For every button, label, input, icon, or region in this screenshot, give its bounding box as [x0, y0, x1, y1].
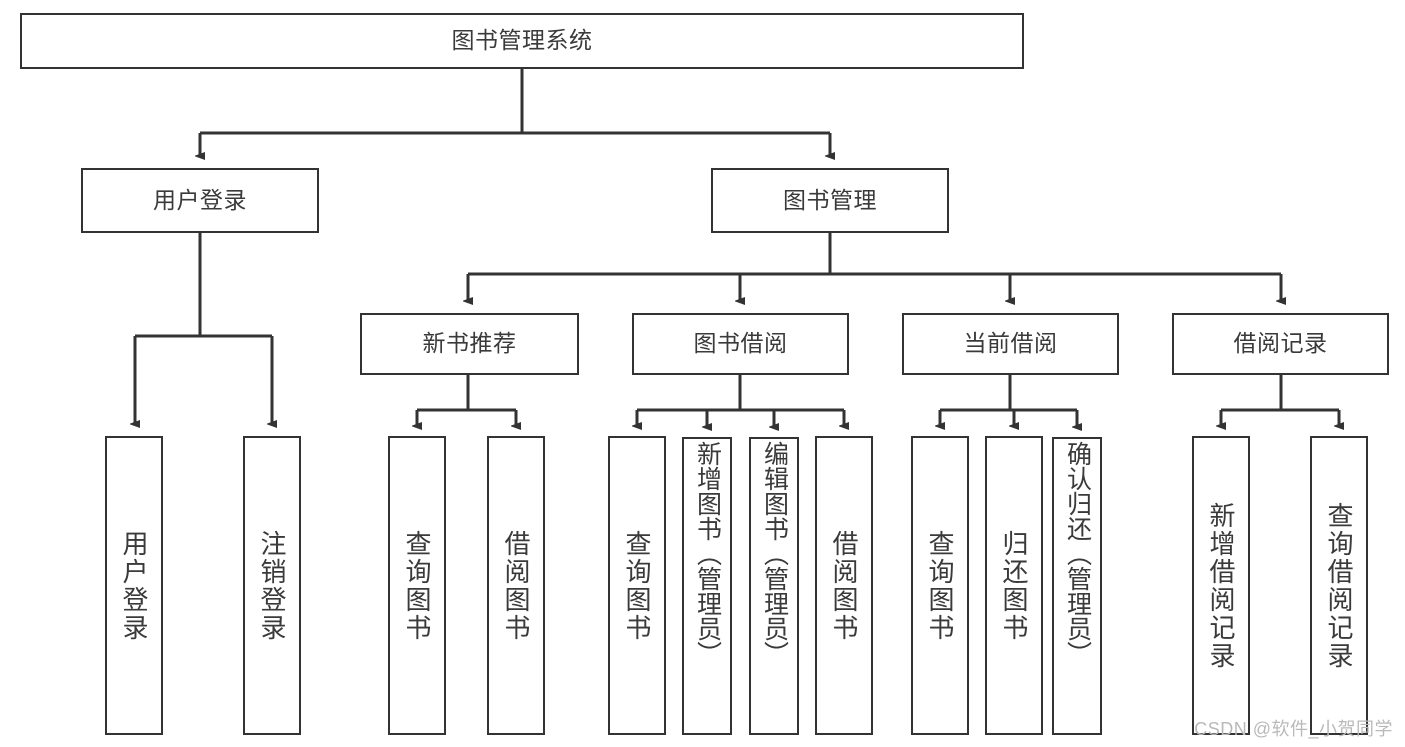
node-leaf-user-login[interactable]: 用户登录 — [105, 436, 163, 735]
node-label: 借阅记录 — [1233, 330, 1328, 357]
node-label: 借阅图书 — [829, 529, 859, 642]
node-leaf-query-book-3[interactable]: 查询图书 — [911, 436, 969, 735]
node-book-manage[interactable]: 图书管理 — [711, 168, 949, 233]
node-label: 用户登录 — [119, 529, 149, 642]
node-label: 图书借阅 — [693, 330, 788, 357]
node-book-borrow[interactable]: 图书借阅 — [632, 313, 849, 375]
node-leaf-return-book[interactable]: 归还图书 — [985, 436, 1043, 735]
node-user-login[interactable]: 用户登录 — [81, 168, 319, 233]
node-leaf-query-borrow-record[interactable]: 查询借阅记录 — [1310, 436, 1368, 735]
node-label: 图书管理 — [783, 186, 877, 213]
node-label: 新增图书（管理员） — [693, 441, 722, 666]
node-label: 归还图书 — [999, 529, 1029, 642]
node-label: 查询图书 — [622, 529, 652, 642]
node-leaf-logout[interactable]: 注销登录 — [243, 436, 301, 735]
node-label: 借阅图书 — [501, 529, 531, 642]
node-borrow-record[interactable]: 借阅记录 — [1172, 313, 1389, 375]
node-leaf-edit-book-admin[interactable]: 编辑图书（管理员） — [749, 437, 799, 735]
node-leaf-add-book-admin[interactable]: 新增图书（管理员） — [682, 437, 732, 735]
node-label: 新增借阅记录 — [1206, 501, 1236, 670]
node-leaf-query-book-1[interactable]: 查询图书 — [388, 436, 446, 735]
node-leaf-confirm-return-admin[interactable]: 确认归还（管理员） — [1052, 437, 1102, 735]
node-label: 当前借阅 — [963, 330, 1058, 357]
node-book-management-system[interactable]: 图书管理系统 — [20, 13, 1024, 69]
node-leaf-add-borrow-record[interactable]: 新增借阅记录 — [1192, 436, 1250, 735]
node-label: 查询图书 — [402, 529, 432, 642]
node-label: 注销登录 — [257, 529, 287, 642]
node-label: 用户登录 — [153, 186, 247, 213]
node-label: 编辑图书（管理员） — [760, 441, 789, 666]
node-leaf-borrow-book-2[interactable]: 借阅图书 — [815, 436, 873, 735]
node-new-book-recommend[interactable]: 新书推荐 — [360, 313, 579, 375]
csdn-watermark: CSDN @软件_小贺同学 — [1194, 719, 1393, 739]
node-label: 确认归还（管理员） — [1063, 441, 1092, 666]
node-label: 查询图书 — [925, 529, 955, 642]
node-current-borrow[interactable]: 当前借阅 — [902, 313, 1119, 375]
node-leaf-query-book-2[interactable]: 查询图书 — [608, 436, 666, 735]
node-label: 图书管理系统 — [451, 27, 593, 54]
node-label: 新书推荐 — [422, 330, 517, 357]
node-leaf-borrow-book-1[interactable]: 借阅图书 — [487, 436, 545, 735]
node-label: 查询借阅记录 — [1324, 501, 1354, 670]
